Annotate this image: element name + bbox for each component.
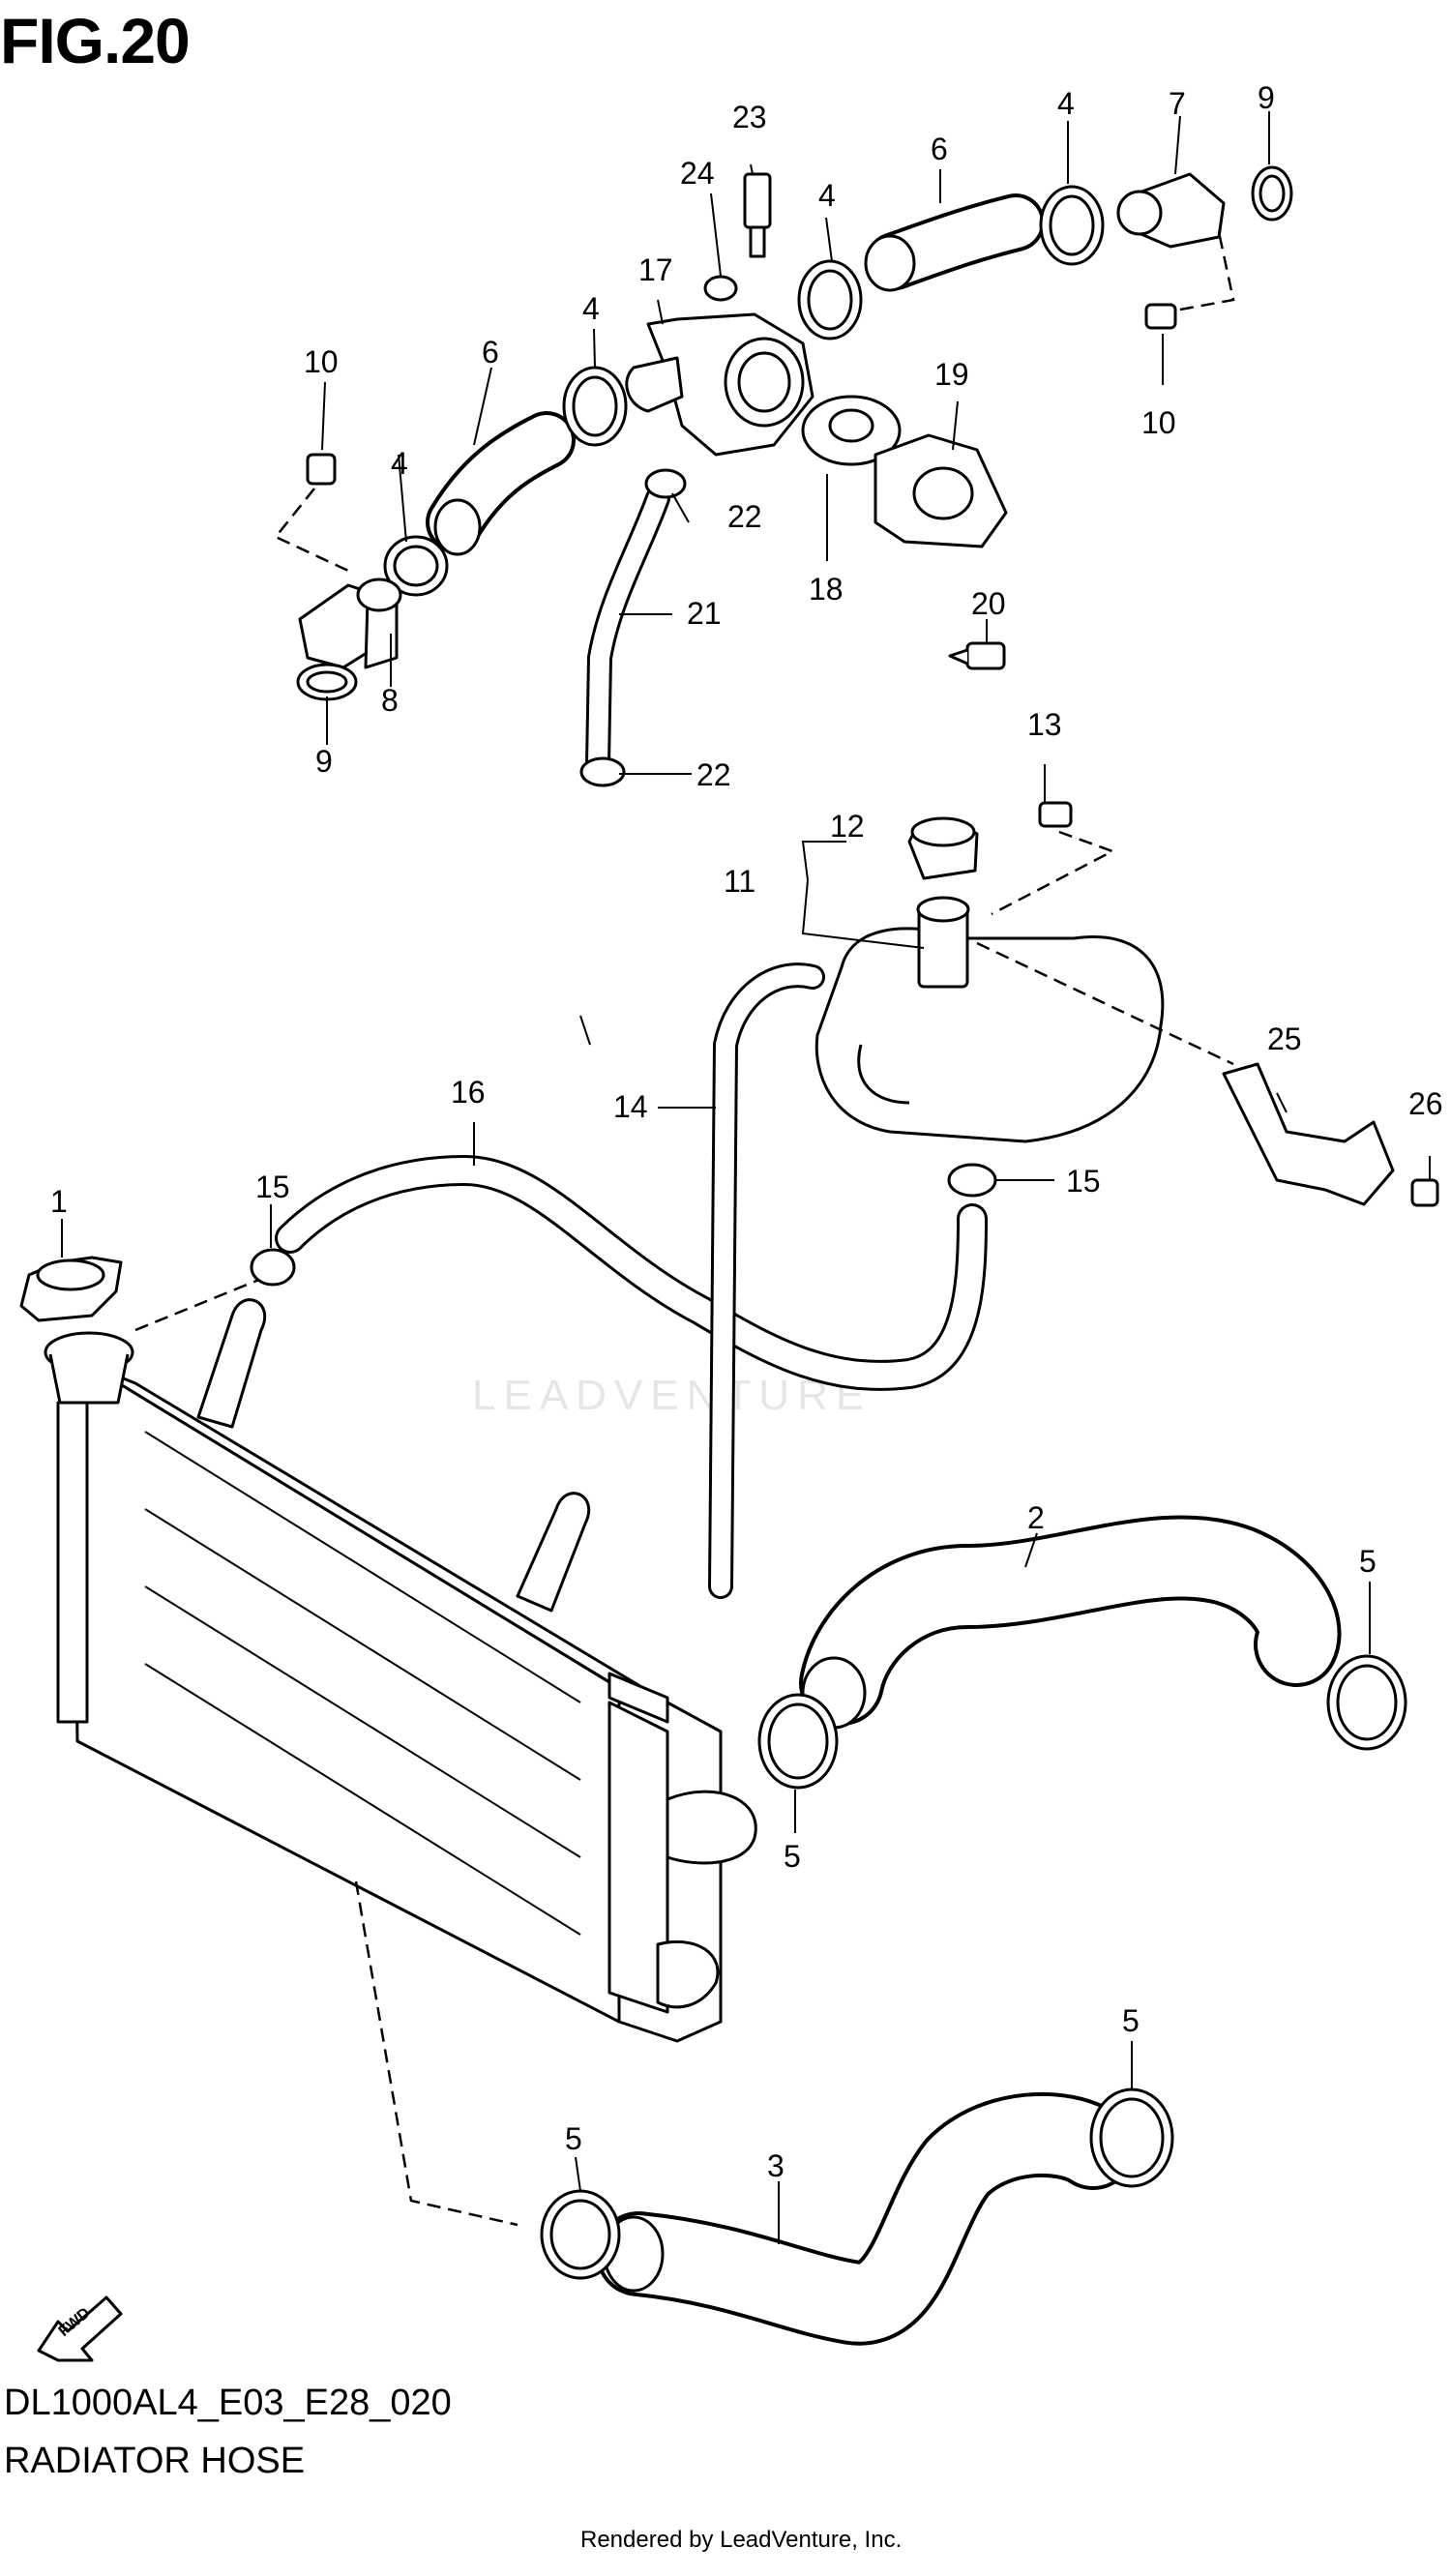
clip-15-left[interactable] bbox=[250, 1248, 296, 1287]
callout-23: 23 bbox=[732, 100, 767, 134]
tank-bracket[interactable] bbox=[1222, 1062, 1395, 1206]
thermostat-cover[interactable] bbox=[874, 433, 1008, 548]
thermostat[interactable] bbox=[801, 395, 902, 466]
bolt-20[interactable] bbox=[948, 641, 1006, 670]
callout-9b: 9 bbox=[315, 744, 333, 779]
callout-3: 3 bbox=[767, 2148, 785, 2183]
water-fitting-7[interactable] bbox=[1116, 172, 1226, 249]
radiator-hose-3[interactable] bbox=[596, 2091, 1136, 2346]
o-ring-9-left-inner bbox=[306, 670, 348, 694]
callout-11: 11 bbox=[724, 864, 755, 899]
hose-6-left[interactable] bbox=[426, 411, 576, 556]
callout-4c: 4 bbox=[582, 291, 600, 326]
fwd-arrow-icon: FWD bbox=[37, 2295, 123, 2362]
callout-9a: 9 bbox=[1258, 80, 1275, 115]
callout-8: 8 bbox=[381, 683, 399, 718]
bolt-10-right[interactable] bbox=[1144, 303, 1177, 330]
hose-clamp-5b[interactable] bbox=[1326, 1654, 1407, 1751]
callout-25: 25 bbox=[1267, 1022, 1302, 1056]
hose-6-right[interactable] bbox=[864, 193, 1045, 292]
callout-5a: 5 bbox=[1359, 1544, 1377, 1579]
temperature-sensor[interactable] bbox=[743, 172, 772, 258]
reservoir-tank[interactable] bbox=[814, 896, 1165, 1143]
callout-10a: 10 bbox=[304, 344, 339, 379]
water-fitting-8[interactable] bbox=[298, 577, 402, 669]
callout-1: 1 bbox=[50, 1184, 68, 1219]
callout-5d: 5 bbox=[1122, 2003, 1140, 2038]
callout-18: 18 bbox=[809, 572, 844, 607]
reservoir-cap[interactable] bbox=[907, 816, 979, 880]
callout-22b: 22 bbox=[696, 757, 731, 792]
hose-clamp-4a[interactable] bbox=[562, 366, 628, 447]
callout-20: 20 bbox=[971, 586, 1006, 621]
footer-credit: Rendered by LeadVenture, Inc. bbox=[580, 2527, 903, 2553]
reservoir-hose[interactable] bbox=[275, 1155, 988, 1391]
hose-clamp-5a[interactable] bbox=[757, 1693, 839, 1790]
callout-15a: 15 bbox=[255, 1170, 290, 1204]
callout-12: 12 bbox=[830, 809, 865, 844]
gasket[interactable] bbox=[703, 275, 738, 302]
callout-21: 21 bbox=[687, 596, 722, 631]
callout-10b: 10 bbox=[1141, 405, 1176, 440]
thermostat-housing[interactable] bbox=[625, 312, 814, 457]
callout-4d: 4 bbox=[391, 446, 408, 481]
clip-22-top[interactable] bbox=[644, 468, 687, 499]
callout-5c: 5 bbox=[565, 2121, 582, 2156]
bolt-13[interactable] bbox=[1038, 801, 1073, 828]
clip-22-bottom[interactable] bbox=[579, 756, 626, 787]
hose-clamp-4b[interactable] bbox=[797, 259, 863, 341]
clip-15-right[interactable] bbox=[947, 1163, 997, 1198]
o-ring-9-right-inner bbox=[1259, 174, 1286, 213]
breather-hose[interactable] bbox=[708, 962, 825, 1599]
hose-clamp-4c[interactable] bbox=[1039, 185, 1105, 266]
model-code: DL1000AL4_E03_E28_020 bbox=[4, 2383, 452, 2423]
callout-2: 2 bbox=[1027, 1500, 1045, 1535]
figure-title: FIG.20 bbox=[0, 5, 191, 76]
callout-15b: 15 bbox=[1066, 1164, 1101, 1199]
bypass-hose[interactable] bbox=[585, 486, 670, 777]
callout-13: 13 bbox=[1027, 707, 1062, 742]
callout-4b: 4 bbox=[818, 178, 836, 213]
hose-clamp-5c[interactable] bbox=[540, 2189, 621, 2280]
callout-22a: 22 bbox=[727, 499, 762, 534]
callout-26: 26 bbox=[1408, 1086, 1443, 1121]
bolt-26[interactable] bbox=[1410, 1178, 1439, 1207]
radiator-cap[interactable] bbox=[19, 1256, 123, 1322]
radiator-hose-2[interactable] bbox=[799, 1515, 1342, 1730]
callout-24: 24 bbox=[680, 156, 715, 191]
callout-17: 17 bbox=[638, 252, 673, 287]
callout-16: 16 bbox=[451, 1075, 486, 1110]
radiator[interactable] bbox=[44, 1298, 757, 2043]
callout-5b: 5 bbox=[784, 1839, 801, 1874]
callout-4a: 4 bbox=[1057, 86, 1075, 121]
hose-clamp-4d[interactable] bbox=[383, 535, 449, 597]
callout-6b: 6 bbox=[482, 335, 499, 370]
watermark: LEADVENTURE bbox=[472, 1372, 873, 1419]
bolt-10-left[interactable] bbox=[306, 453, 337, 486]
diagram-name: RADIATOR HOSE bbox=[4, 2441, 306, 2481]
callout-7: 7 bbox=[1169, 86, 1186, 121]
callout-14: 14 bbox=[613, 1089, 648, 1124]
hose-clamp-5d[interactable] bbox=[1089, 2087, 1174, 2188]
callout-6a: 6 bbox=[931, 132, 948, 166]
callout-19: 19 bbox=[934, 357, 969, 392]
